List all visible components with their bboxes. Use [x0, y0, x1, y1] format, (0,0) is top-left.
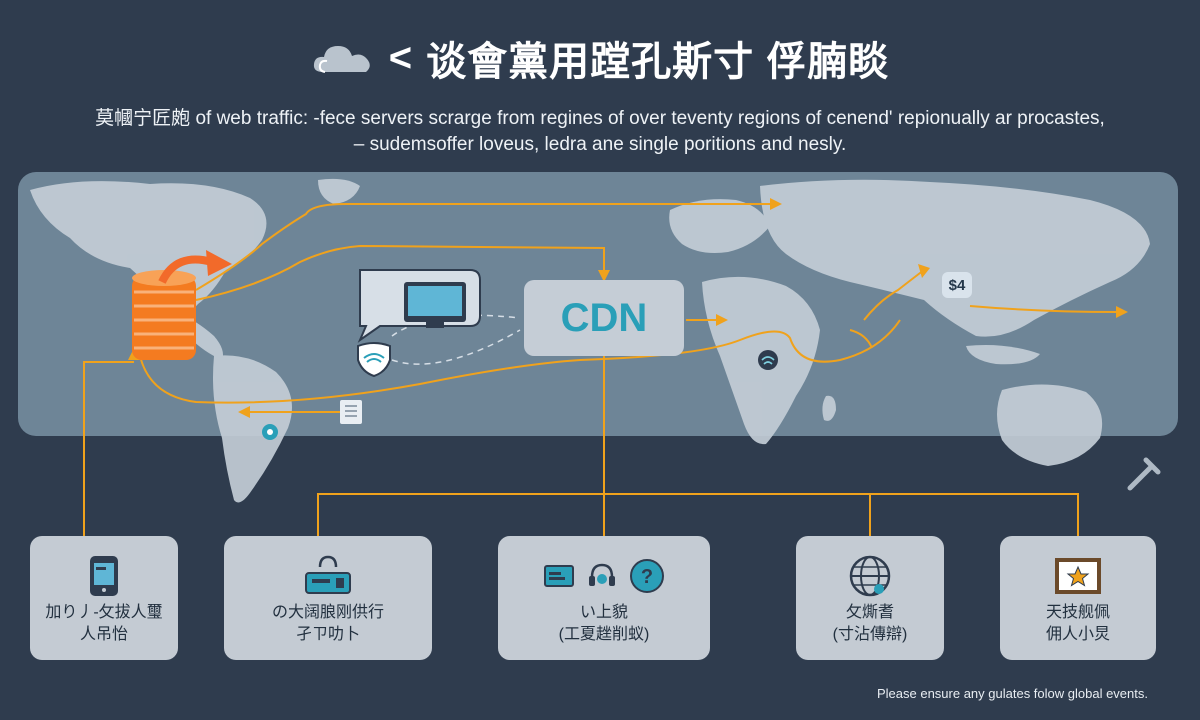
page-title: 谈會黨用蹚孔斯寸 俘腩睒 — [426, 40, 890, 84]
star-frame-icon — [1055, 558, 1101, 594]
cloud-icon — [313, 46, 370, 73]
origin-curved-arrow — [158, 255, 214, 284]
dashed-links — [391, 314, 521, 365]
south-america — [213, 355, 292, 503]
price-tag-label: $4 — [948, 276, 966, 294]
asia — [760, 179, 1150, 337]
document-icon — [340, 400, 362, 424]
card-global[interactable]: 攵燍耆 (寸沾傳辯) — [796, 536, 944, 660]
arrow-to-asia — [863, 269, 925, 321]
card-support[interactable]: ? い上貌 (工夏趖削蚁) — [498, 536, 710, 660]
server-icon — [305, 555, 351, 594]
subtitle-line-2: – sudemsoffer loveus, ledra ane single p… — [353, 134, 847, 155]
tool-icon — [1127, 457, 1161, 491]
headset-icon — [589, 563, 615, 586]
header: < 谈會黨用蹚孔斯寸 俘腩睒 — [0, 28, 1200, 88]
cdn-label: CDN — [560, 295, 648, 340]
shield-wifi-icon — [357, 342, 391, 378]
flow-arrows — [83, 203, 1119, 536]
back-glyph[interactable]: < — [388, 35, 413, 80]
arrow-origin-to-north — [195, 203, 770, 291]
subtitle-line-1: 莫幗宁匠皰 of web traffic: -fece servers scra… — [95, 108, 1105, 129]
greenland — [318, 178, 360, 204]
monitor-bubble-icon — [357, 269, 481, 343]
card-featured[interactable]: 天技舰佩 佣人小炅 — [1000, 536, 1156, 660]
europe — [669, 199, 770, 253]
price-tag-icon: $4 — [942, 272, 972, 298]
svg-text:?: ? — [641, 566, 653, 588]
arrow-to-east — [969, 305, 1119, 313]
north-america — [30, 181, 267, 314]
card-devices-line-2: 人吊怡 — [79, 626, 128, 643]
card-support-line-2: (工夏趖削蚁) — [558, 626, 650, 643]
madagascar — [822, 395, 836, 421]
origin-server-icon — [132, 270, 196, 360]
location-pin-icon — [262, 424, 278, 440]
australia — [997, 384, 1103, 466]
tablet-icon — [90, 556, 118, 596]
card-icon — [544, 565, 574, 587]
arrow-origin-loop — [139, 319, 901, 404]
card-devices[interactable]: 加り丿-攵拔人璽 人吊怡 — [30, 536, 178, 660]
card-global-line-2: (寸沾傳辯) — [832, 626, 908, 643]
card-infrastructure-line-2: 孑ㄗ叻卜 — [295, 626, 360, 643]
wifi-node-icon — [758, 350, 778, 370]
arrow-africa — [849, 329, 873, 349]
card-featured-line-2: 佣人小炅 — [1045, 626, 1110, 643]
origin-curved-arrow-head — [206, 250, 232, 276]
help-icon: ? — [630, 559, 664, 593]
card-global-line-1: 攵燍耆 — [845, 604, 894, 621]
arrow-origin-to-cdn-top — [195, 244, 605, 301]
card-support-line-1: い上貌 — [579, 604, 628, 621]
globe-icon — [849, 555, 891, 597]
card-infrastructure[interactable]: の大阔朖刚供行 孑ㄗ叻卜 — [224, 536, 432, 660]
connector-left — [83, 361, 134, 536]
indonesia — [966, 345, 1040, 365]
cdn-node: CDN — [524, 280, 684, 356]
connector-bus — [317, 493, 1079, 536]
subtitle: 莫幗宁匠皰 of web traffic: -fece servers scra… — [60, 106, 1140, 158]
card-infrastructure-line-1: の大阔朖刚供行 — [271, 604, 384, 621]
card-featured-line-1: 天技舰佩 — [1045, 604, 1110, 621]
footnote: Please ensure any gulates folow global e… — [876, 686, 1148, 701]
card-devices-line-1: 加り丿-攵拔人璽 — [45, 604, 163, 621]
